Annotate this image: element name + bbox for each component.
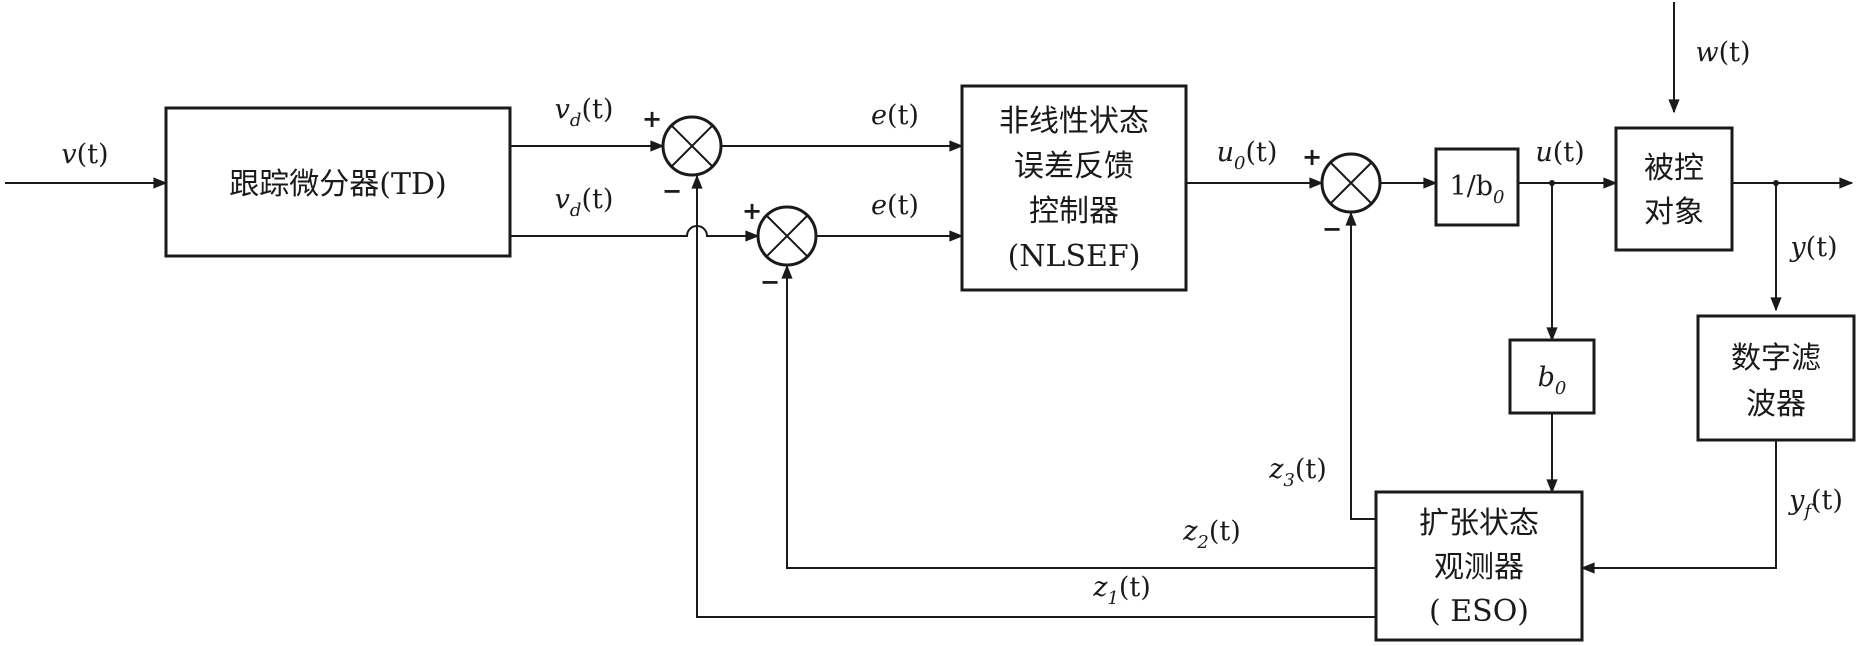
b0-label: b0 bbox=[1538, 362, 1567, 399]
plant-line-1: 被控 bbox=[1644, 151, 1704, 186]
summing-junction-1 bbox=[661, 115, 723, 177]
label-u: u(t) bbox=[1535, 137, 1584, 168]
label-y-main: y bbox=[1789, 232, 1806, 263]
label-e-top-main: e bbox=[871, 100, 887, 131]
plant-line-2: 对象 bbox=[1644, 195, 1704, 230]
label-z3-sub: 3 bbox=[1283, 470, 1294, 491]
b0-main: b bbox=[1538, 362, 1555, 393]
label-vd-bottom-main: v bbox=[555, 184, 570, 215]
summing-junction-2 bbox=[756, 205, 818, 267]
label-z3-arg: (t) bbox=[1295, 454, 1327, 485]
label-e-top: e(t) bbox=[871, 100, 919, 131]
label-yf-arg: (t) bbox=[1811, 485, 1843, 516]
label-u0-sub: 0 bbox=[1234, 153, 1245, 174]
junction-u bbox=[1549, 180, 1555, 186]
summing-junction-3 bbox=[1320, 152, 1382, 214]
label-u0: u0(t) bbox=[1217, 137, 1278, 174]
wire-z1 bbox=[691, 174, 1376, 618]
filter-line-1: 数字滤 bbox=[1731, 341, 1821, 376]
nlsef-block: 非线性状态 误差反馈 控制器 (NLSEF) bbox=[960, 84, 1188, 292]
label-w: w(t) bbox=[1695, 37, 1750, 68]
b0-block: b0 bbox=[1508, 338, 1596, 415]
label-e-top-arg: (t) bbox=[887, 100, 919, 131]
junction-y bbox=[1773, 180, 1779, 186]
label-z2-sub: 2 bbox=[1196, 532, 1208, 553]
b0-sub: 0 bbox=[1555, 378, 1566, 399]
label-vd-bottom-arg: (t) bbox=[581, 184, 613, 215]
label-u0-arg: (t) bbox=[1245, 137, 1277, 168]
nlsef-line-3: 控制器 bbox=[1029, 194, 1119, 229]
label-z1: z1(t) bbox=[1092, 572, 1151, 609]
label-vd-top-arg: (t) bbox=[581, 94, 613, 125]
label-vd-bottom: vd(t) bbox=[555, 184, 614, 221]
eso-line-3: ( ESO) bbox=[1429, 594, 1529, 629]
label-y: y(t) bbox=[1789, 232, 1837, 263]
label-z2-arg: (t) bbox=[1209, 516, 1241, 547]
sum2-minus-sign: − bbox=[760, 268, 780, 296]
label-input-v-main: v bbox=[61, 139, 76, 170]
label-w-arg: (t) bbox=[1719, 37, 1751, 68]
label-input-v: v(t) bbox=[61, 139, 108, 170]
nlsef-line-2: 误差反馈 bbox=[1014, 149, 1134, 184]
label-vd-bottom-sub: d bbox=[570, 200, 582, 221]
td-block: 跟踪微分器(TD) bbox=[164, 106, 512, 258]
nlsef-line-1: 非线性状态 bbox=[999, 104, 1149, 139]
sum3-minus-sign: − bbox=[1322, 215, 1342, 243]
gain-inverse-main: 1/b bbox=[1449, 171, 1493, 202]
label-vd-top-main: v bbox=[555, 94, 570, 125]
label-yf: yf(t) bbox=[1788, 485, 1843, 522]
label-input-v-arg: (t) bbox=[77, 139, 109, 170]
eso-line-1: 扩张状态 bbox=[1419, 506, 1539, 541]
sum1-minus-sign: − bbox=[662, 177, 682, 205]
nlsef-line-4: (NLSEF) bbox=[1008, 239, 1141, 274]
label-u0-main: u bbox=[1217, 137, 1234, 168]
label-w-main: w bbox=[1695, 37, 1718, 68]
label-vd-top: vd(t) bbox=[555, 94, 614, 131]
plant-block: 被控 对象 bbox=[1614, 126, 1734, 252]
sum1-plus-sign: + bbox=[642, 105, 662, 133]
label-e-bottom-arg: (t) bbox=[887, 190, 919, 221]
label-u-main: u bbox=[1535, 137, 1552, 168]
wire-z2 bbox=[781, 264, 1376, 569]
filter-block: 数字滤 波器 bbox=[1696, 314, 1856, 442]
label-e-bottom-main: e bbox=[871, 190, 887, 221]
gain-inverse-block: 1/b0 bbox=[1434, 147, 1520, 227]
td-label: 跟踪微分器(TD) bbox=[229, 167, 446, 202]
label-z2: z2(t) bbox=[1182, 516, 1241, 553]
sum2-plus-sign: + bbox=[742, 197, 762, 225]
label-z1-arg: (t) bbox=[1119, 572, 1151, 603]
gain-inverse-label: 1/b0 bbox=[1449, 171, 1504, 208]
label-e-bottom: e(t) bbox=[871, 190, 919, 221]
label-y-arg: (t) bbox=[1806, 232, 1838, 263]
eso-block: 扩张状态 观测器 ( ESO) bbox=[1374, 490, 1584, 642]
label-z3-main: z bbox=[1268, 454, 1284, 485]
gain-inverse-sub: 0 bbox=[1493, 187, 1504, 208]
label-z1-sub: 1 bbox=[1107, 588, 1118, 609]
label-z2-main: z bbox=[1182, 516, 1198, 547]
label-yf-main: y bbox=[1788, 485, 1805, 516]
wire-vd-bottom bbox=[510, 225, 760, 242]
label-u-arg: (t) bbox=[1553, 137, 1585, 168]
label-z3: z3(t) bbox=[1268, 454, 1327, 491]
label-vd-top-sub: d bbox=[570, 110, 582, 131]
eso-line-2: 观测器 bbox=[1434, 550, 1524, 585]
label-z1-main: z bbox=[1092, 572, 1108, 603]
sum3-plus-sign: + bbox=[1302, 143, 1322, 171]
filter-line-2: 波器 bbox=[1746, 387, 1806, 422]
wire-z3 bbox=[1345, 211, 1376, 520]
wire-yf bbox=[1580, 440, 1777, 574]
